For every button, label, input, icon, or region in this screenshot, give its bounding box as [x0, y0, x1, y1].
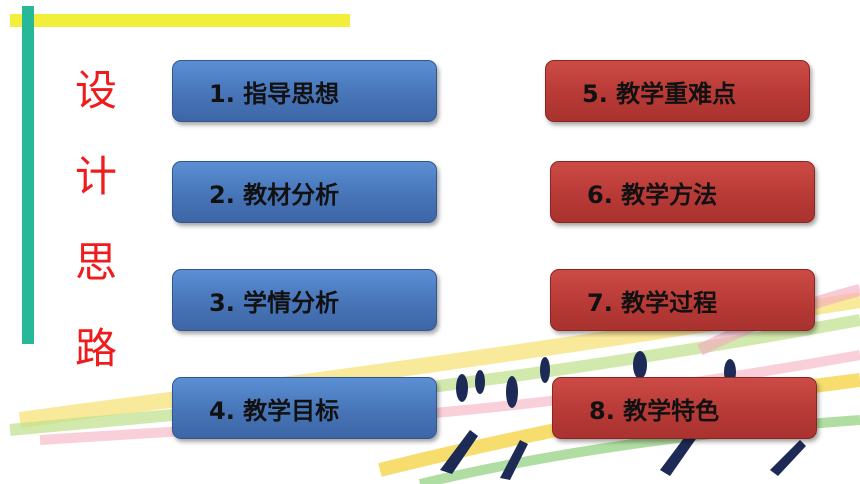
- button-label: 8. 教学特色: [589, 396, 720, 425]
- button-label: 6. 教学方法: [587, 180, 718, 209]
- top-accent-bar: [10, 14, 350, 27]
- button-teaching-features[interactable]: 8. 教学特色: [552, 377, 817, 439]
- title-char: 思: [74, 238, 117, 287]
- button-key-difficulties[interactable]: 5. 教学重难点: [545, 60, 810, 122]
- button-label: 2. 教材分析: [209, 180, 340, 209]
- button-teaching-goals[interactable]: 4. 教学目标: [172, 377, 437, 439]
- title-char: 路: [74, 324, 117, 373]
- button-label: 1. 指导思想: [209, 79, 340, 108]
- side-accent-bar: [22, 6, 34, 344]
- button-teaching-process[interactable]: 7. 教学过程: [550, 269, 815, 331]
- button-guiding-ideology[interactable]: 1. 指导思想: [172, 60, 437, 122]
- button-textbook-analysis[interactable]: 2. 教材分析: [172, 161, 437, 223]
- button-student-analysis[interactable]: 3. 学情分析: [172, 269, 437, 331]
- title-char: 计: [74, 152, 117, 201]
- dancer-figures: [440, 351, 806, 480]
- button-label: 7. 教学过程: [587, 288, 718, 317]
- title-char: 设: [74, 66, 117, 115]
- button-label: 4. 教学目标: [209, 396, 340, 425]
- button-label: 5. 教学重难点: [582, 79, 737, 108]
- button-teaching-methods[interactable]: 6. 教学方法: [550, 161, 815, 223]
- button-label: 3. 学情分析: [209, 288, 340, 317]
- vertical-title: 设 计 思 路: [66, 70, 126, 414]
